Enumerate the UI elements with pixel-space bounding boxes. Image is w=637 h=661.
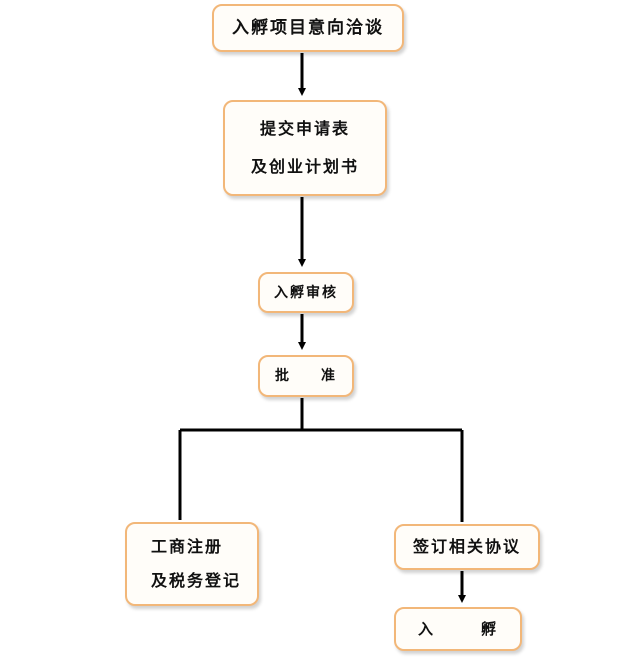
node-label: 入孵项目意向洽谈 — [232, 17, 384, 38]
node-label-line1: 提交申请表 — [259, 119, 350, 138]
node-incubation-review: 入孵审核 — [258, 272, 354, 313]
node-sign-agreement: 签订相关协议 — [394, 524, 540, 570]
node-label-line1: 工商注册 — [151, 537, 224, 556]
node-label: 入孵审核 — [274, 284, 338, 301]
node-label-line2: 及税务登记 — [151, 571, 242, 590]
node-label-part1: 批 — [275, 368, 291, 384]
node-incubation: 入孵 — [394, 607, 522, 651]
node-approval: 批准 — [258, 355, 354, 397]
node-business-tax-registration: 工商注册 及税务登记 — [125, 522, 259, 606]
node-label-part2: 孵 — [481, 619, 499, 638]
node-label: 入孵 — [417, 619, 499, 638]
node-label: 批准 — [275, 369, 337, 383]
node-label: 签订相关协议 — [412, 537, 521, 556]
node-label-line2: 及创业计划书 — [250, 157, 359, 176]
node-project-intent-negotiation: 入孵项目意向洽谈 — [212, 4, 404, 52]
node-submit-application: 提交申请表 及创业计划书 — [223, 100, 387, 196]
node-label-part1: 入 — [417, 619, 435, 638]
node-label-part2: 准 — [321, 368, 337, 384]
